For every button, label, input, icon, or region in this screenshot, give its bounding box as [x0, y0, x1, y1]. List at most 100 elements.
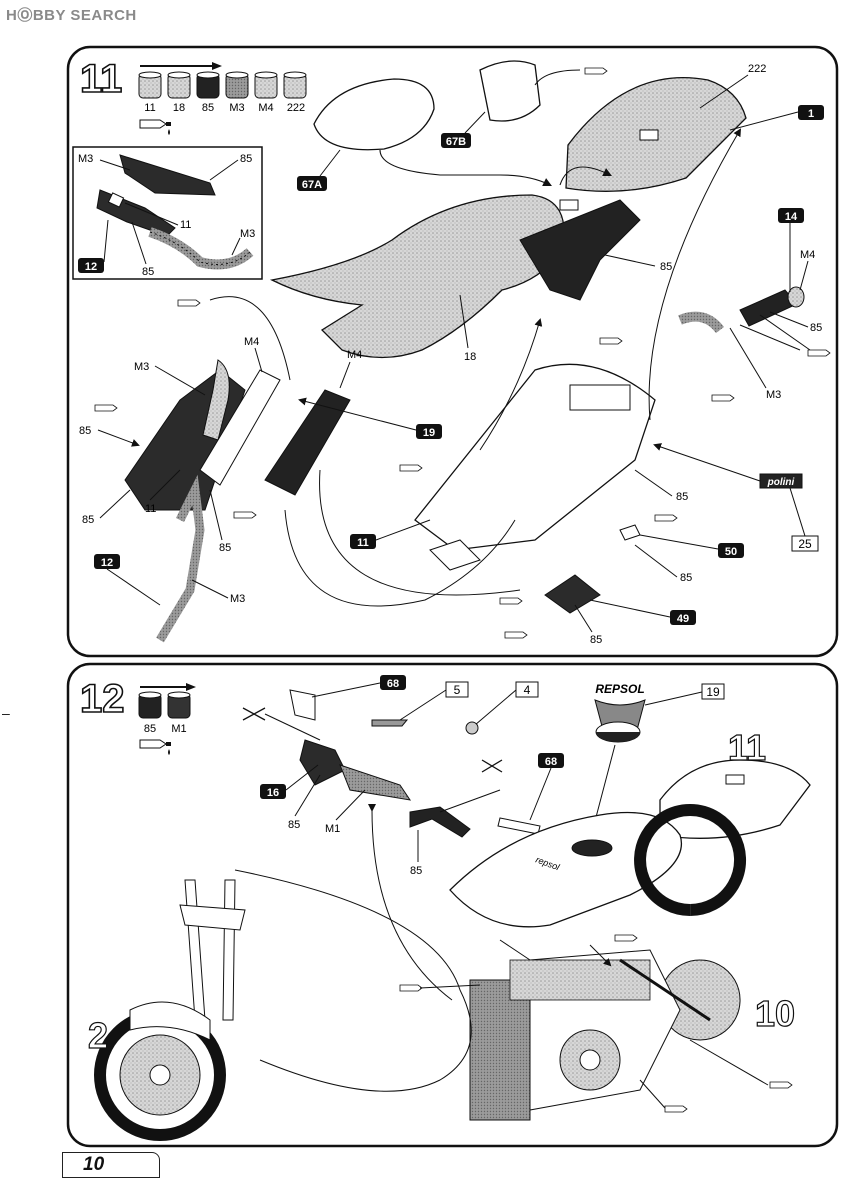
- glue-drop-icon: [177, 299, 201, 307]
- paint-can: 222: [283, 71, 307, 114]
- polini-decal: polini: [767, 477, 795, 488]
- part-badge-16: 16: [267, 787, 279, 799]
- glue-drop-icon: [94, 404, 118, 412]
- tail-cowl: 222 1: [559, 63, 824, 211]
- repsol-decal-19: REPSOL 19: [587, 682, 725, 842]
- margin-mark: –: [2, 705, 10, 721]
- seat-pad-67a: 67A: [297, 78, 435, 191]
- color-label: 85: [680, 572, 692, 584]
- part-badge-68a: 68: [387, 678, 399, 690]
- glue-drop-icon: [711, 394, 735, 402]
- decal-number-4: 4: [524, 683, 531, 697]
- step-reference-2: 2: [88, 1015, 108, 1056]
- glue-drop-icon: [399, 984, 423, 992]
- paint-code: 11: [144, 102, 155, 114]
- color-label: M4: [244, 336, 259, 348]
- color-label: M3: [766, 389, 781, 401]
- paint-can: 18: [167, 71, 191, 114]
- decal-number-25: 25: [798, 537, 812, 551]
- paint-can: 85: [196, 71, 220, 114]
- main-seat: 85 18: [269, 149, 672, 363]
- paint-code: M4: [258, 102, 273, 114]
- motorcycle-assembly: 11 repsol 10: [399, 726, 811, 1121]
- color-label: 222: [748, 63, 766, 75]
- glue-drop-icon: [654, 514, 678, 522]
- paint-code: M1: [171, 723, 186, 735]
- step-reference-10: 10: [755, 993, 795, 1034]
- glue-tube-icon: [139, 739, 171, 755]
- paint-code: 222: [287, 102, 305, 114]
- glue-drop-icon: [599, 337, 623, 345]
- glue-drop-icon: [614, 934, 638, 942]
- hobby-search-watermark: HⓄBBY SEARCH: [6, 7, 137, 24]
- exhaust-heatshield: M3 85 85 11: [79, 299, 246, 526]
- step-12-paint-list: 85 M1: [138, 683, 196, 755]
- glue-drop-icon: [399, 464, 423, 472]
- paint-code: 85: [144, 723, 156, 735]
- step-11-panel: 11 11 18 85: [66, 45, 839, 658]
- color-label: 85: [590, 634, 602, 646]
- part-badge-67b: 67B: [446, 136, 466, 148]
- color-label: 85: [82, 514, 94, 526]
- decal-number-19: 19: [706, 685, 720, 699]
- seat-pad-67b: 67B: [441, 60, 608, 148]
- glue-drop-icon: [499, 597, 523, 605]
- step-11-number: 11: [80, 57, 122, 101]
- paint-can: M4: [254, 71, 278, 114]
- color-label: 85: [660, 261, 672, 273]
- part-badge-12: 12: [101, 557, 113, 569]
- part-badge-67a: 67A: [302, 179, 322, 191]
- exhaust-inset: M3 85 11 M3 12 85: [72, 146, 263, 280]
- glue-tube-icon: [139, 119, 171, 135]
- seat-tray: 11 85: [284, 128, 742, 607]
- paint-can: 11: [138, 71, 162, 114]
- part-badge-1: 1: [808, 108, 814, 120]
- paint-can: M3: [225, 71, 249, 114]
- inset-label: 11: [180, 219, 191, 231]
- part-49: 49 85: [499, 574, 696, 646]
- color-label: 85: [219, 542, 231, 554]
- inset-label: M3: [240, 228, 255, 240]
- paint-code: 85: [202, 102, 214, 114]
- inset-label: 85: [142, 266, 154, 278]
- front-fork-wheel: 2: [87, 803, 472, 1141]
- handle-grip-14: 14 M4 85 M3: [678, 208, 831, 401]
- inset-label: M3: [78, 153, 93, 165]
- step-12-panel: 12 85 M1: [66, 662, 839, 1148]
- glue-drop-icon: [807, 349, 831, 357]
- paint-code: 18: [173, 102, 185, 114]
- handlebar-parts: 68 16 85 M1 5 4: [242, 675, 564, 877]
- glue-drop-icon: [504, 631, 528, 639]
- color-label: M3: [134, 361, 149, 373]
- step-12-number: 12: [80, 677, 125, 721]
- step-11-paint-list: 11 18 85 M3: [138, 62, 307, 135]
- part-50: 50 85: [619, 514, 744, 584]
- color-label: 85: [288, 819, 300, 831]
- glue-drop-icon: [769, 1081, 793, 1089]
- paint-can: 85: [138, 691, 162, 735]
- polini-decal-25: polini 25: [653, 443, 819, 552]
- part-badge-14: 14: [785, 211, 798, 223]
- color-label: 11: [145, 503, 156, 515]
- glue-drop-icon: [233, 511, 257, 519]
- part-badge-68b: 68: [545, 756, 557, 768]
- part-badge-50: 50: [725, 546, 737, 558]
- color-label: M3: [230, 593, 245, 605]
- part-badge-19: 19: [423, 427, 435, 439]
- silencer-parts: M4 M4 19 85 12 M3: [94, 296, 442, 643]
- page-number: 10: [83, 1154, 105, 1175]
- part-badge-49: 49: [677, 613, 689, 625]
- paint-code: M3: [229, 102, 244, 114]
- page-number-tab: 10: [62, 1152, 160, 1178]
- color-label: M1: [325, 823, 340, 835]
- color-label: 85: [410, 865, 422, 877]
- color-label: M4: [800, 249, 815, 261]
- color-label: 18: [464, 351, 476, 363]
- step-reference-11: 11: [728, 727, 766, 768]
- color-label: M4: [347, 349, 362, 361]
- part-badge-11: 11: [357, 537, 369, 549]
- glue-drop-icon: [584, 67, 608, 75]
- color-label: 85: [676, 491, 688, 503]
